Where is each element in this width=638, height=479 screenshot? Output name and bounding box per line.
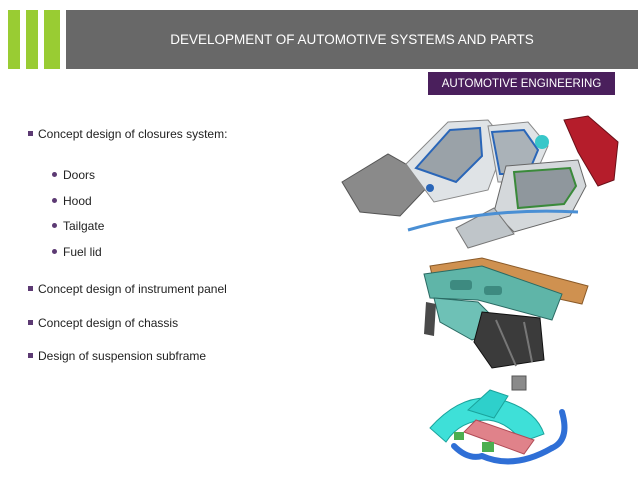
bullet-text: Concept design of chassis	[38, 316, 179, 330]
sub-bullet-text: Hood	[63, 194, 92, 208]
round-bullet-icon	[52, 198, 57, 203]
decorative-bars	[8, 10, 63, 69]
slide-header: DEVELOPMENT OF AUTOMOTIVE SYSTEMS AND PA…	[66, 10, 638, 69]
bullet-suspension: Design of suspension subframe	[28, 349, 206, 363]
sub-bullet-fuel-lid: Fuel lid	[52, 245, 102, 259]
bullet-instrument-panel: Concept design of instrument panel	[28, 282, 227, 296]
bullet-closures: Concept design of closures system:	[28, 127, 227, 141]
sub-bullet-tailgate: Tailgate	[52, 219, 104, 233]
suspension-subframe-image	[429, 375, 568, 465]
sub-bullet-hood: Hood	[52, 194, 92, 208]
bullet-text: Concept design of instrument panel	[38, 282, 227, 296]
square-bullet-icon	[28, 131, 33, 136]
bullet-text: Concept design of closures system:	[38, 127, 228, 141]
sub-bullet-text: Fuel lid	[63, 245, 102, 259]
sub-bullet-text: Tailgate	[63, 219, 105, 233]
square-bullet-icon	[28, 286, 33, 291]
section-badge: AUTOMOTIVE ENGINEERING	[428, 72, 615, 95]
round-bullet-icon	[52, 223, 57, 228]
bullet-chassis: Concept design of chassis	[28, 316, 178, 330]
instrument-panel-image	[423, 257, 589, 369]
car-closures-image	[341, 115, 619, 249]
sub-bullet-text: Doors	[63, 168, 96, 182]
sub-bullet-doors: Doors	[52, 168, 95, 182]
round-bullet-icon	[52, 172, 57, 177]
square-bullet-icon	[28, 320, 33, 325]
square-bullet-icon	[28, 353, 33, 358]
bullet-text: Design of suspension subframe	[38, 349, 207, 363]
section-badge-label: AUTOMOTIVE ENGINEERING	[441, 77, 602, 90]
slide-title: DEVELOPMENT OF AUTOMOTIVE SYSTEMS AND PA…	[170, 32, 534, 47]
round-bullet-icon	[52, 249, 57, 254]
